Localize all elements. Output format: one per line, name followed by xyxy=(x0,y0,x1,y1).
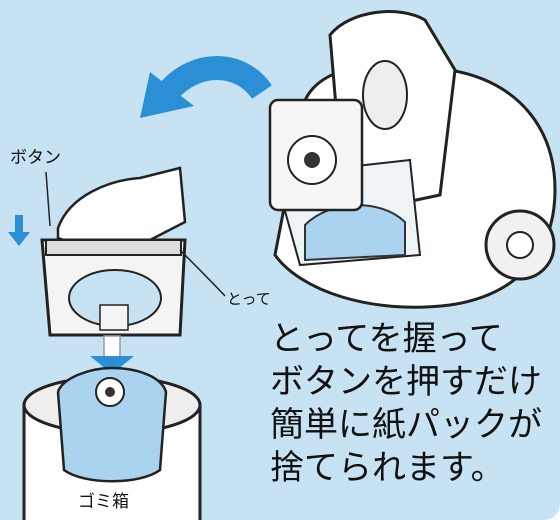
handle-label: とって xyxy=(227,290,271,308)
caption-line: ボタンを押すだけ xyxy=(270,362,542,402)
caption-line: 簡単に紙パックが xyxy=(270,405,542,445)
bag-holder-in-vacuum xyxy=(268,98,364,212)
trash-bin-label: ゴミ箱 xyxy=(78,492,129,512)
curved-arrow-icon xyxy=(140,56,272,118)
instruction-caption: とってを握って ボタンを押すだけ 簡単に紙パックが 捨てられます。 xyxy=(270,318,542,490)
paper-bag xyxy=(56,366,168,483)
hand-illustration xyxy=(56,166,187,248)
down-arrow-icon xyxy=(8,215,30,246)
drop-arrow-icon xyxy=(90,335,134,374)
button-label: ボタン xyxy=(10,148,61,168)
caption-line: とってを握って xyxy=(270,319,503,359)
bag-holder xyxy=(40,238,187,337)
caption-line: 捨てられます。 xyxy=(270,448,505,488)
